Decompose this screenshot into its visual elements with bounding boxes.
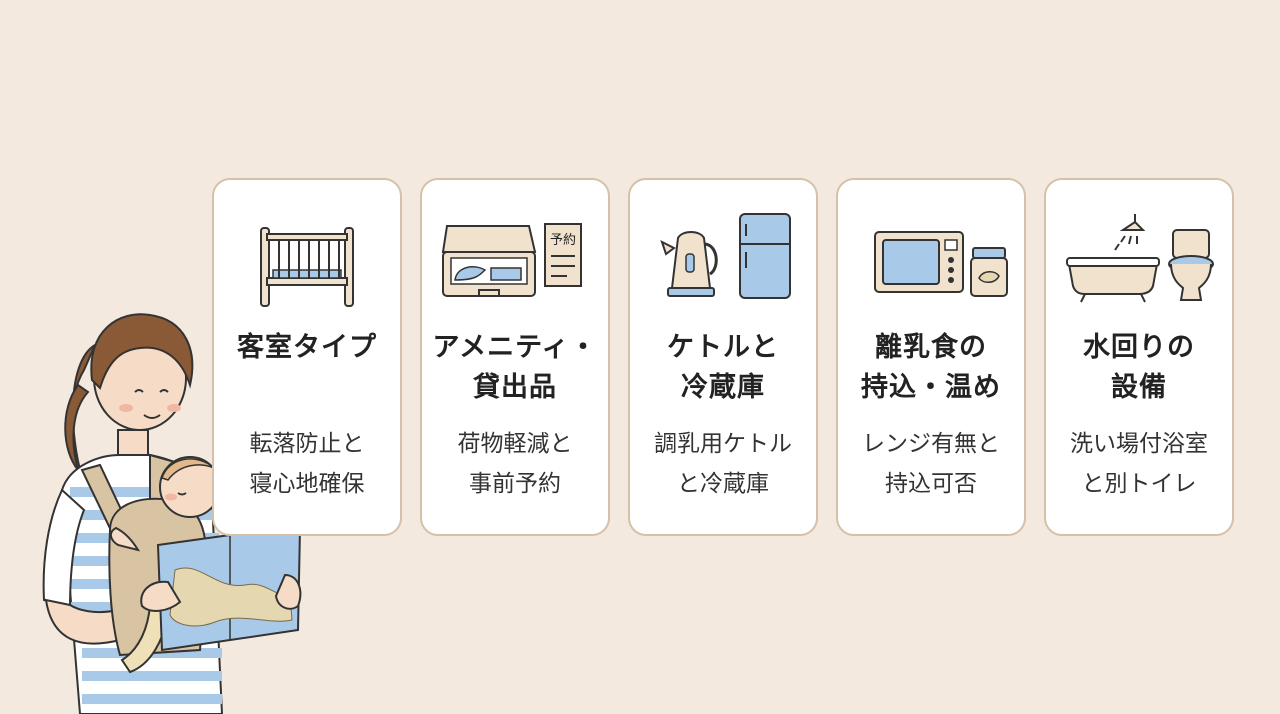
reservation-label: 予約 — [550, 233, 576, 248]
title-line: 設備 — [1111, 372, 1167, 403]
bath-toilet-icon — [1046, 208, 1232, 308]
title-line: アメニティ・ — [432, 332, 598, 363]
kettle-fridge-icon — [630, 208, 816, 308]
title-line: 客室タイプ — [237, 332, 377, 363]
microwave-jar-icon — [838, 208, 1024, 308]
desc-line: 事前予約 — [469, 471, 561, 497]
card-title: 客室タイプ — [218, 328, 396, 368]
card-description: レンジ有無と 持込可否 — [842, 424, 1020, 504]
desc-line: 寝心地確保 — [249, 471, 365, 497]
desc-line: 洗い場付浴室 — [1070, 431, 1208, 457]
title-line: 離乳食の — [875, 332, 987, 363]
desc-line: レンジ有無と — [862, 431, 1000, 457]
desc-line: と冷蔵庫 — [677, 471, 769, 497]
crib-icon — [214, 208, 400, 308]
card-description: 転落防止と 寝心地確保 — [218, 424, 396, 504]
card-description: 洗い場付浴室 と別トイレ — [1050, 424, 1228, 504]
desc-line: と別トイレ — [1081, 471, 1197, 497]
title-line: 持込・温め — [861, 372, 1001, 403]
card-title: 水回りの 設備 — [1050, 328, 1228, 408]
card-title: ケトルと 冷蔵庫 — [634, 328, 812, 408]
desc-line: 持込可否 — [885, 471, 977, 497]
title-line: 冷蔵庫 — [681, 372, 765, 403]
title-line: ケトルと — [667, 332, 779, 363]
desc-line: 調乳用ケトル — [654, 431, 792, 457]
desc-line: 転落防止と — [249, 431, 365, 457]
title-line: 貸出品 — [473, 372, 557, 403]
title-line: 水回りの — [1083, 332, 1195, 363]
mother-with-baby-illustration — [42, 313, 302, 714]
card-description: 荷物軽減と 事前予約 — [426, 424, 604, 504]
desc-line: 荷物軽減と — [457, 431, 573, 457]
card-amenities: 予約 アメニティ・ 貸出品 荷物軽減と 事前予約 — [420, 178, 610, 536]
card-title: アメニティ・ 貸出品 — [426, 328, 604, 408]
card-title: 離乳食の 持込・温め — [842, 328, 1020, 408]
card-description: 調乳用ケトル と冷蔵庫 — [634, 424, 812, 504]
card-kettle-fridge: ケトルと 冷蔵庫 調乳用ケトル と冷蔵庫 — [628, 178, 818, 536]
suitcase-icon: 予約 — [422, 208, 608, 308]
card-water-facilities: 水回りの 設備 洗い場付浴室 と別トイレ — [1044, 178, 1234, 536]
card-baby-food: 離乳食の 持込・温め レンジ有無と 持込可否 — [836, 178, 1026, 536]
card-room-type: 客室タイプ 転落防止と 寝心地確保 — [212, 178, 402, 536]
